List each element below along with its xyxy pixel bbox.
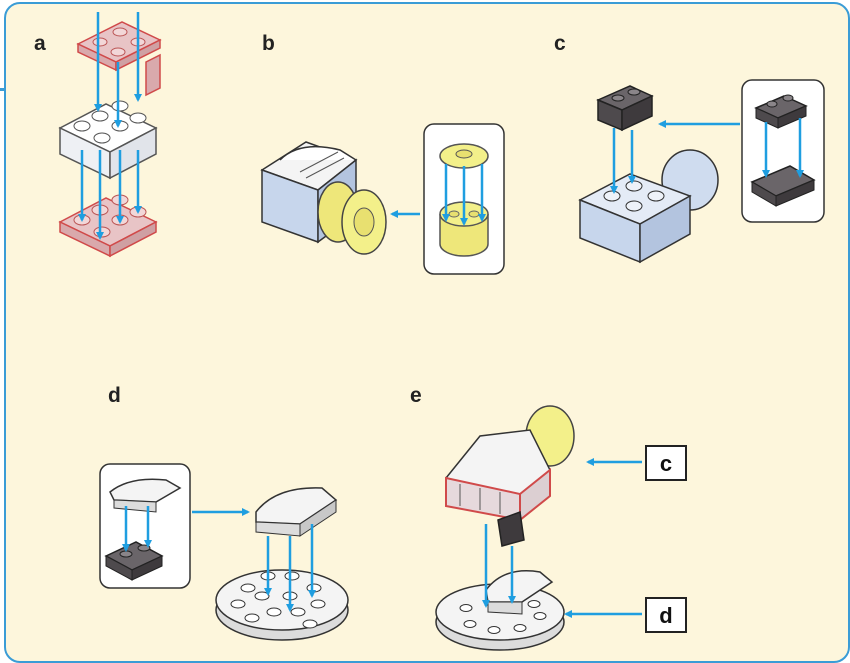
step-d-detail-box [99,463,191,589]
step-e-motor-head [445,405,575,547]
reference-label-c: c [660,451,672,476]
reference-box-c: c [645,445,687,481]
step-d-arrows [122,506,316,612]
step-label-d: d [108,384,121,407]
reference-box-d: d [645,597,687,633]
step-b-yellow-hub [317,181,387,255]
step-c-dark-part [596,85,654,132]
step-c-motor [578,149,719,264]
step-b-assembly [260,123,505,275]
step-c-assembly [578,79,825,264]
step-a-clear-brick [58,100,158,180]
step-label-b: b [262,32,275,55]
step-a-bottom-plate [58,194,158,258]
step-d-assembly [99,463,349,641]
step-a-arrows [78,12,142,240]
step-a-assembly [58,12,162,258]
step-e-round-plate [435,570,565,651]
step-d-round-plate [215,569,349,641]
step-label-e: e [410,384,422,407]
step-d-slope [255,487,338,537]
step-label-c: c [554,32,566,55]
step-c-detail-box [741,79,825,223]
step-b-arrows [390,164,486,226]
reference-label-d: d [659,603,672,628]
step-c-arrows [610,118,804,194]
step-label-a: a [34,32,46,55]
frame-tick [0,88,6,91]
step-e-arrows [482,458,642,618]
step-e-assembly: c d [435,405,687,651]
